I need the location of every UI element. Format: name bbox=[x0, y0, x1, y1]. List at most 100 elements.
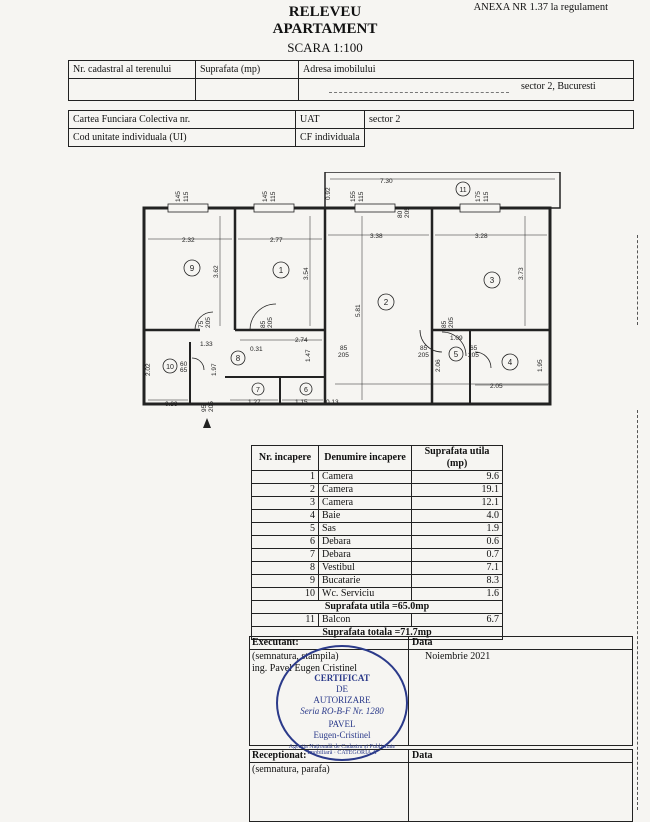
room-name: Camera bbox=[318, 483, 412, 497]
uat-label: UAT bbox=[295, 110, 365, 129]
dim-r1-w: 2.77 bbox=[270, 237, 283, 244]
room-name: Debara bbox=[318, 535, 412, 549]
win-1-b: 115 bbox=[270, 191, 277, 202]
room-1-circle bbox=[272, 261, 290, 279]
rooms-table: Nr. incapere Denumire incapere Suprafata… bbox=[251, 445, 503, 640]
stamp-title: CERTIFICAT bbox=[314, 673, 370, 683]
executant-data-label: Data bbox=[412, 637, 433, 648]
room-nr: 1 bbox=[251, 470, 319, 484]
room-3-circle bbox=[483, 271, 501, 289]
room-9-circle bbox=[183, 259, 201, 277]
door-4 bbox=[474, 351, 492, 369]
info-table-top: Nr. cadastral al terenului Suprafata (mp… bbox=[68, 60, 634, 101]
suprafata-label: Suprafata (mp) bbox=[195, 60, 299, 79]
stamp-ring: Agenția Națională de Cadastru și Publici… bbox=[288, 744, 396, 756]
door-2-b: 205 bbox=[338, 352, 349, 359]
window-2 bbox=[354, 203, 396, 213]
door-2-a: 85 bbox=[340, 345, 348, 352]
dim-r9-h: 3.62 bbox=[213, 265, 220, 278]
win-1-a: 145 bbox=[262, 191, 269, 202]
anexa-note: ANEXA NR 1.37 la regulament bbox=[473, 2, 608, 13]
cartea-label: Cartea Funciara Colectiva nr. bbox=[68, 110, 296, 129]
room-area: 12.1 bbox=[411, 496, 503, 510]
door-2 bbox=[419, 329, 443, 353]
dim-r1-h: 3.54 bbox=[303, 267, 310, 280]
win-3-a: 175 bbox=[475, 191, 482, 202]
floor-plan: 9 1 2 3 4 5 6 7 8 10 11 7.30 2.32 2.77 3… bbox=[142, 172, 561, 428]
room-name: Vestibul bbox=[318, 561, 412, 575]
room-5-num: 5 bbox=[454, 350, 459, 359]
door-10-b: 65 bbox=[180, 367, 188, 374]
title-line1: RELEVEU bbox=[288, 4, 362, 20]
dim-r6-w: 1.15 bbox=[295, 399, 308, 406]
room-area: 7.1 bbox=[411, 561, 503, 575]
room-6-num: 6 bbox=[304, 387, 308, 394]
receptionat-note: (semnatura, parafa) bbox=[252, 764, 330, 775]
door-3-b: 205 bbox=[448, 317, 455, 328]
room-area: 8.3 bbox=[411, 574, 503, 588]
window-1 bbox=[253, 203, 295, 213]
win-2-b: 115 bbox=[358, 191, 365, 202]
room-nr: 7 bbox=[251, 548, 319, 562]
room-nr: 5 bbox=[251, 522, 319, 536]
room-name: Bucatarie bbox=[318, 574, 412, 588]
door-4-a: 65 bbox=[470, 345, 478, 352]
dim-hall-w2: 1.33 bbox=[200, 341, 213, 348]
stamp-name2: Eugen-Cristinel bbox=[313, 730, 371, 740]
dim-r5-w: 1.09 bbox=[450, 335, 463, 342]
table-row: 11 Balcon 6.7 bbox=[251, 613, 503, 627]
room-10-num: 10 bbox=[166, 364, 174, 371]
dim-r4-h: 1.95 bbox=[537, 359, 544, 372]
room-area: 1.6 bbox=[411, 587, 503, 601]
cf-label: CF individuala bbox=[295, 128, 365, 147]
room-name: Debara bbox=[318, 548, 412, 562]
entrance-arrow bbox=[203, 418, 211, 428]
room-7-num: 7 bbox=[256, 387, 260, 394]
win-9-b: 115 bbox=[183, 191, 190, 202]
room-nr: 10 bbox=[251, 587, 319, 601]
executant-label: Executant: bbox=[252, 637, 299, 648]
dim-r7-w: 1.27 bbox=[248, 399, 261, 406]
room-name: Sas bbox=[318, 522, 412, 536]
room-2-num: 2 bbox=[384, 298, 389, 307]
scan-mark-bottom bbox=[623, 410, 638, 810]
room-1-num: 1 bbox=[279, 266, 284, 275]
receptionat-data-label: Data bbox=[412, 750, 433, 761]
room-name: Wc. Serviciu bbox=[318, 587, 412, 601]
balcon-area: 6.7 bbox=[411, 613, 503, 627]
door-entry-a: 95 bbox=[201, 404, 208, 412]
adresa-value-cell: sector 2, Bucuresti bbox=[298, 78, 634, 101]
scan-mark-top bbox=[623, 235, 638, 325]
executant-date: Noiembrie 2021 bbox=[425, 651, 491, 662]
receptionat-divider bbox=[408, 750, 409, 821]
dim-r2-h: 5.81 bbox=[355, 304, 362, 317]
col-nr: Nr. incapere bbox=[251, 445, 319, 471]
room-2-circle bbox=[377, 293, 395, 311]
room-area: 0.7 bbox=[411, 548, 503, 562]
room-4-num: 4 bbox=[508, 358, 513, 367]
suprafata-value bbox=[195, 78, 299, 101]
room-nr: 9 bbox=[251, 574, 319, 588]
receptionat-header-line bbox=[250, 762, 632, 763]
room-3-num: 3 bbox=[490, 276, 495, 285]
dim-hall-w: 2.74 bbox=[295, 337, 308, 344]
door-1-b: 205 bbox=[267, 317, 274, 328]
adresa-value: sector 2, Bucuresti bbox=[521, 81, 596, 92]
title-line2: APARTAMENT bbox=[272, 21, 378, 37]
room-11-circle bbox=[455, 181, 471, 197]
dim-r9-w: 2.32 bbox=[182, 237, 195, 244]
stamp-line2: DE bbox=[336, 684, 348, 694]
room-area: 4.0 bbox=[411, 509, 503, 523]
room-area: 1.9 bbox=[411, 522, 503, 536]
room-nr: 2 bbox=[251, 483, 319, 497]
balcon-nr: 11 bbox=[251, 613, 319, 627]
dim-r4-w: 2.05 bbox=[490, 383, 503, 390]
room-7-circle bbox=[251, 382, 265, 396]
room-area: 19.1 bbox=[411, 483, 503, 497]
uat-value: sector 2 bbox=[364, 110, 634, 129]
room-area: 9.6 bbox=[411, 470, 503, 484]
